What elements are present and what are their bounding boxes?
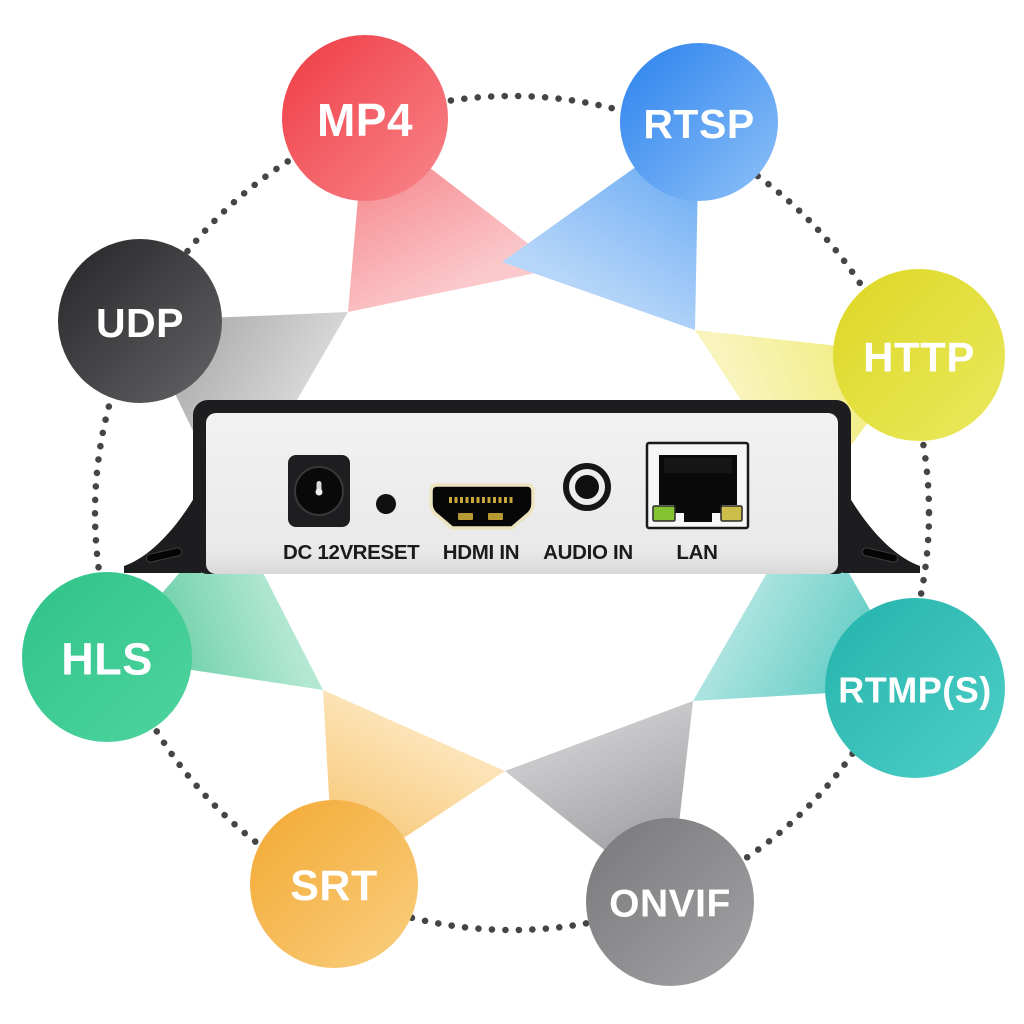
protocol-bubble-rtmps <box>825 598 1005 778</box>
port-label-hdmi: HDMI IN <box>443 541 519 564</box>
protocol-label-srt: SRT <box>290 862 378 910</box>
port-audio-in <box>563 463 611 511</box>
protocol-bubble-hls <box>22 572 192 742</box>
port-label-lan: LAN <box>676 541 717 564</box>
protocol-label-mp4: MP4 <box>317 94 413 146</box>
dotted-ring <box>91 92 933 934</box>
protocol-bubble-rtsp <box>620 43 778 201</box>
port-label-audio: AUDIO IN <box>543 541 633 564</box>
protocol-bubble-group-onvif: ONVIF <box>586 818 754 986</box>
port-labels: DC 12V RESET HDMI IN AUDIO IN LAN <box>283 541 718 564</box>
audio-jack-ring <box>563 463 611 511</box>
protocol-label-http: HTTP <box>863 334 975 381</box>
lan-led-link <box>652 505 676 522</box>
port-lan <box>645 441 750 530</box>
protocol-bubble-onvif <box>586 818 754 986</box>
protocol-label-rtmps: RTMP(S) <box>838 670 991 711</box>
lan-jack-contacts <box>664 458 732 473</box>
protocol-bubble-group-mp4: MP4 <box>282 35 448 201</box>
port-hdmi-in <box>429 483 535 530</box>
port-dc-jack <box>288 455 350 527</box>
protocol-bubble-group-udp: UDP <box>58 239 222 403</box>
port-label-reset: RESET <box>353 541 421 564</box>
protocol-bubble-group-hls: HLS <box>22 572 192 742</box>
protocol-bubble-group-rtsp: RTSP <box>620 43 778 201</box>
hdmi-connector <box>429 483 535 530</box>
protocol-label-udp: UDP <box>96 300 184 346</box>
audio-jack-hole <box>575 475 599 499</box>
protocol-bubbles: MP4 RTSP UDP HTTP HLS RTMP(S) SRT ONVIF <box>22 35 1005 986</box>
protocol-bubble-mp4 <box>282 35 448 201</box>
protocol-bubble-group-http: HTTP <box>833 269 1005 441</box>
protocol-label-onvif: ONVIF <box>609 883 731 926</box>
hdmi-pin-right <box>488 513 503 520</box>
lan-led-activity <box>720 505 743 522</box>
hdmi-pin-left <box>458 513 473 520</box>
protocol-bubble-group-rtmps: RTMP(S) <box>825 598 1005 778</box>
dc-jack-pin-tip <box>315 488 323 496</box>
port-reset-button <box>376 494 396 514</box>
protocol-label-rtsp: RTSP <box>643 101 754 147</box>
mounting-slot-right <box>861 547 899 563</box>
protocol-bubble-http <box>833 269 1005 441</box>
protocol-bubble-udp <box>58 239 222 403</box>
mounting-slot-left <box>145 547 183 563</box>
port-label-dc: DC 12V <box>283 541 354 564</box>
protocol-bubble-srt <box>250 800 418 968</box>
encoder-device: DC 12V RESET HDMI IN AUDIO IN LAN <box>124 400 920 574</box>
protocol-bubble-group-srt: SRT <box>250 800 418 968</box>
protocol-label-hls: HLS <box>61 634 153 685</box>
